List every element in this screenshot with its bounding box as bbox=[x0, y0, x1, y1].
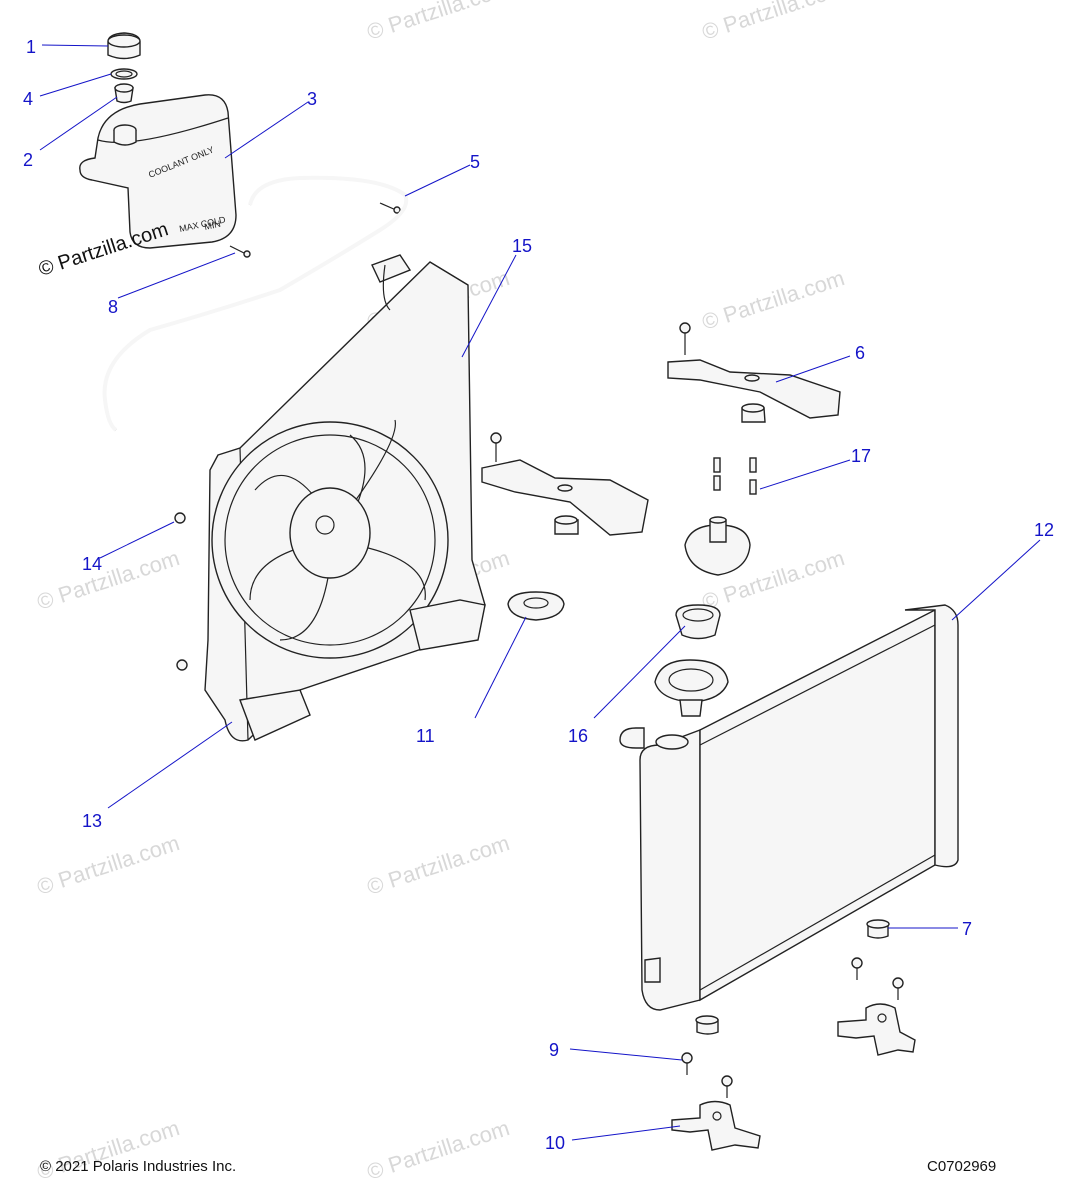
callout-2: 2 bbox=[23, 150, 33, 170]
callout-12: 12 bbox=[1034, 520, 1054, 540]
callout-9: 9 bbox=[549, 1040, 559, 1060]
callout-13: 13 bbox=[82, 811, 102, 831]
callout-1: 1 bbox=[26, 37, 36, 57]
watermark: © Partzilla.com bbox=[699, 265, 848, 335]
tank-min-label: MIN bbox=[203, 219, 221, 232]
watermark: © Partzilla.com bbox=[364, 830, 513, 900]
part-mid-bracket bbox=[481, 432, 649, 536]
watermark: © Partzilla.com bbox=[34, 545, 183, 615]
callout-15: 15 bbox=[512, 236, 532, 256]
part-lower-bracket bbox=[671, 1100, 761, 1151]
part-grommet bbox=[174, 512, 188, 671]
callout-4: 4 bbox=[23, 89, 33, 109]
drawing-number: C0702969 bbox=[927, 1158, 997, 1175]
part-lower-bracket bbox=[837, 1003, 916, 1056]
part-lower-bolts bbox=[681, 957, 904, 1098]
part-fan-shroud bbox=[204, 254, 486, 742]
callout-14: 14 bbox=[82, 554, 102, 574]
part-thermostat bbox=[675, 604, 721, 640]
callout-17: 17 bbox=[851, 446, 871, 466]
callout-11: 11 bbox=[416, 726, 435, 746]
part-thermostat-housing bbox=[684, 516, 751, 576]
callout-labels: 1 2 3 4 5 6 7 8 9 10 11 12 13 14 15 16 1… bbox=[23, 37, 1054, 1153]
callout-6: 6 bbox=[855, 343, 865, 363]
callout-5: 5 bbox=[470, 152, 480, 172]
part-cap bbox=[107, 32, 141, 60]
callout-10: 10 bbox=[545, 1133, 565, 1153]
watermark: © Partzilla.com bbox=[364, 0, 513, 45]
part-grommet bbox=[695, 919, 890, 1035]
part-radiator bbox=[619, 604, 959, 1011]
copyright-notice: © 2021 Polaris Industries Inc. bbox=[40, 1158, 237, 1175]
leader-lines bbox=[39, 44, 1041, 1141]
part-water-outlet bbox=[654, 659, 729, 717]
part-radiator-cap bbox=[507, 591, 565, 621]
part-screw bbox=[229, 202, 401, 258]
callout-3: 3 bbox=[307, 89, 317, 109]
callout-7: 7 bbox=[962, 919, 972, 939]
watermark: © Partzilla.com bbox=[364, 1115, 513, 1185]
watermark: © Partzilla.com bbox=[699, 0, 848, 45]
watermark: © Partzilla.com bbox=[34, 830, 183, 900]
callout-8: 8 bbox=[108, 297, 118, 317]
part-coolant-reservoir: COOLANT ONLY MAX COLD MIN bbox=[79, 94, 237, 249]
part-upper-bracket bbox=[667, 322, 841, 423]
part-bolts bbox=[713, 457, 757, 495]
callout-16: 16 bbox=[568, 726, 588, 746]
part-insert bbox=[114, 83, 134, 104]
